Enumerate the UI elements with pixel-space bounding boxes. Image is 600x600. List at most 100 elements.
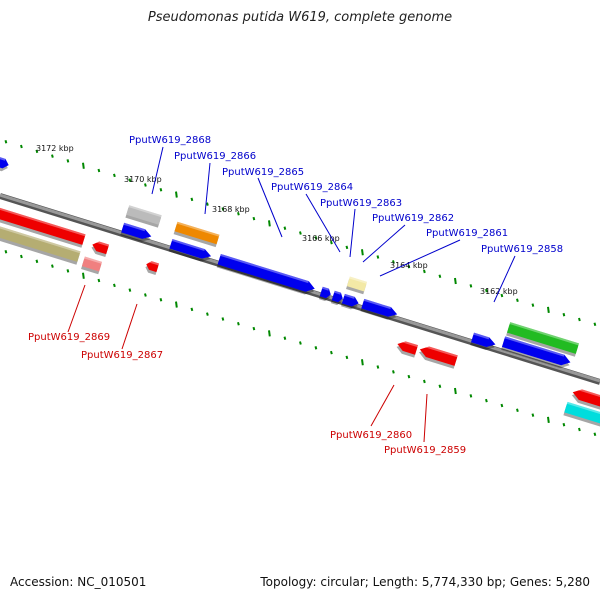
upper-tick (66, 159, 70, 163)
upper-tick (252, 216, 256, 221)
upper-tick (469, 284, 473, 288)
upper-tick (283, 226, 287, 230)
lower-tick (4, 249, 8, 254)
upper-tick (144, 183, 147, 187)
upper-tick (35, 149, 39, 154)
lower-tick (469, 394, 473, 398)
gene-2863-blue (340, 293, 359, 310)
label-2868: PputW619_2868 (129, 135, 211, 146)
leader-2858 (493, 255, 516, 303)
leader-2861 (379, 239, 461, 277)
upper-tick (159, 187, 163, 192)
lower-tick (66, 269, 70, 273)
upper-tick (454, 277, 457, 285)
gene-2865 (216, 253, 315, 295)
upper-tick (221, 207, 225, 211)
leader-2863 (349, 208, 356, 258)
gene-right-cyan (563, 401, 600, 428)
lower-tick (578, 427, 581, 432)
upper-tick (361, 249, 364, 256)
accession-text: Accession: NC_010501 (10, 575, 147, 589)
leader-lines (67, 146, 516, 443)
gene-2860 (396, 339, 419, 358)
gene-2858-green (506, 322, 580, 357)
gene-2866 (173, 221, 220, 248)
lower-tick (175, 301, 178, 308)
bottom-gene-labels: PputW619_2869 PputW619_2867 PputW619_286… (28, 332, 466, 456)
scale-label-3168: 3168 kbp (212, 205, 250, 214)
upper-tick (438, 274, 442, 279)
lower-tick (547, 416, 550, 424)
leader-2862 (362, 224, 406, 263)
gene-2864 (318, 286, 331, 302)
top-gene-labels: PputW619_2868 PputW619_2866 PputW619_286… (129, 135, 563, 255)
upper-tick (423, 269, 426, 274)
gene-2864b (330, 290, 343, 306)
label-2858: PputW619_2858 (481, 244, 563, 255)
lower-tick (423, 379, 426, 384)
lower-tick (206, 312, 209, 316)
upper-tick (314, 236, 318, 240)
leader-2864 (305, 193, 341, 253)
label-2867: PputW619_2867 (81, 350, 163, 361)
upper-tick (97, 168, 101, 173)
upper-tick (268, 220, 271, 227)
lower-tick (268, 330, 271, 337)
upper-tick (82, 162, 85, 169)
lower-tick (97, 278, 101, 283)
leader-2865 (257, 177, 283, 238)
upper-tick (345, 245, 349, 250)
lower-tick (128, 288, 132, 292)
label-2861: PputW619_2861 (426, 228, 508, 239)
leader-2867 (121, 303, 138, 350)
upper-tick (407, 264, 411, 269)
lower-tick (82, 272, 85, 279)
upper-tick (175, 191, 178, 198)
upper-tick (330, 240, 333, 245)
gene-2859 (418, 344, 458, 369)
leader-2868 (151, 146, 164, 195)
lower-tick (252, 326, 256, 331)
upper-tick (578, 317, 581, 322)
gene-2858-blue (470, 332, 496, 350)
label-2865: PputW619_2865 (222, 167, 304, 178)
label-2869: PputW619_2869 (28, 332, 110, 343)
lower-tick (237, 322, 240, 326)
lower-tick (159, 297, 163, 302)
lower-tick (454, 387, 457, 395)
lower-tick (500, 403, 504, 408)
upper-tick (485, 288, 488, 293)
upper-tick (392, 260, 395, 264)
upper-tick (20, 144, 23, 149)
gene-2861 (360, 298, 398, 320)
lower-tick (330, 350, 333, 355)
gene-right-red (571, 387, 600, 410)
scale-ticks-upper (4, 139, 597, 327)
upper-tick (113, 173, 116, 178)
lower-tick (299, 341, 302, 345)
label-2863: PputW619_2863 (320, 198, 402, 209)
gene-left-red (0, 207, 86, 248)
lower-tick (20, 254, 23, 259)
upper-tick (299, 231, 302, 235)
gene-left-olive (0, 224, 81, 265)
label-2866: PputW619_2866 (174, 151, 256, 162)
gene-2869 (81, 256, 103, 275)
upper-tick (593, 322, 597, 327)
gene-features (0, 156, 600, 428)
map-title: Pseudomonas putida W619, complete genome (147, 10, 453, 25)
upper-tick (51, 154, 54, 158)
lower-tick (144, 293, 147, 297)
lower-tick (113, 283, 116, 288)
lower-tick (531, 413, 535, 417)
scale-ticks-lower (4, 249, 597, 437)
gene-2868 (125, 205, 162, 228)
topology-text: Topology: circular; Length: 5,774,330 bp… (260, 575, 590, 589)
scale-label-3170: 3170 kbp (124, 175, 162, 184)
upper-tick (547, 306, 550, 314)
lower-tick (516, 408, 519, 413)
lower-tick (376, 365, 380, 369)
scale-label-3172: 3172 kbp (36, 144, 74, 153)
leader-2859 (423, 393, 428, 443)
lower-tick (221, 317, 225, 321)
